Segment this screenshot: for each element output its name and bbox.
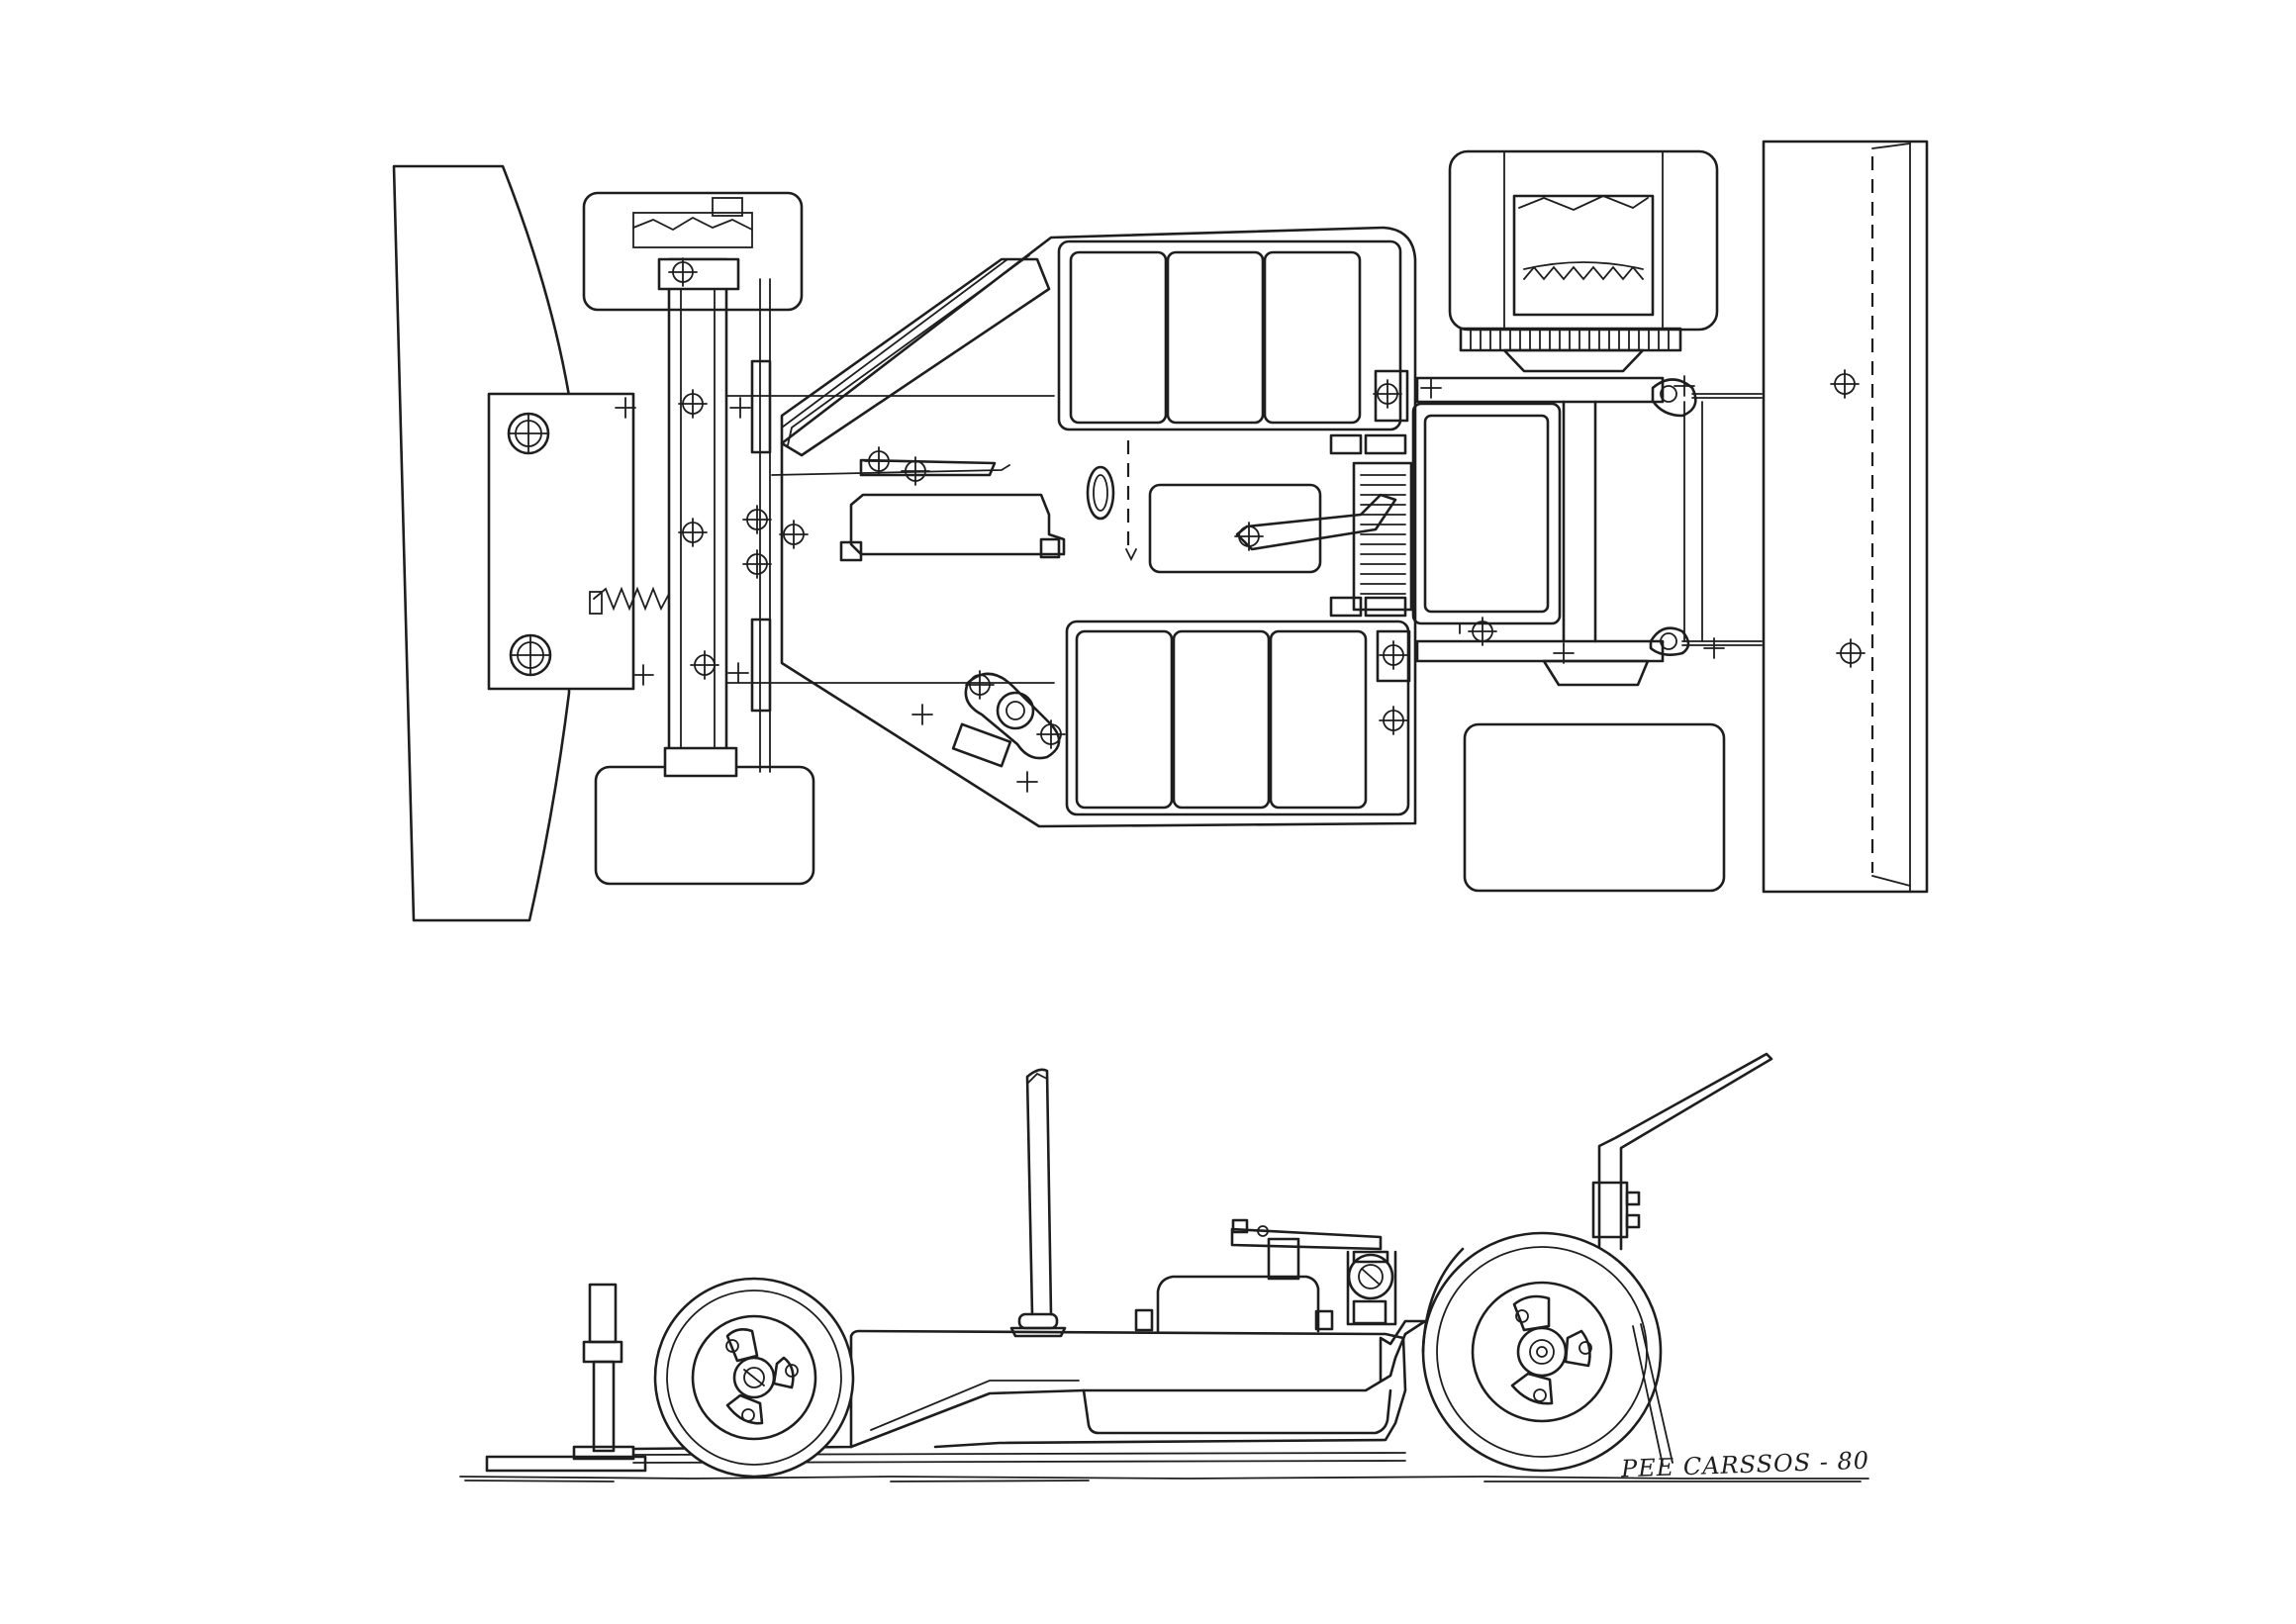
main-chassis-plate: [780, 226, 1417, 828]
spur-gear: [1459, 327, 1682, 352]
ground-line: [459, 1476, 1869, 1480]
servo-box: [849, 493, 1066, 556]
bumper-screw-icon: [509, 633, 552, 677]
front-wheel: [653, 1277, 855, 1479]
front-bumper-plate: [487, 392, 635, 691]
rear-tire-bottom: [1463, 722, 1726, 893]
steering-spring: [593, 586, 670, 612]
front-tire-bottom: [594, 765, 815, 886]
rear-wheel: [1421, 1231, 1663, 1473]
side-chassis: [631, 1319, 1427, 1451]
steering-rod: [750, 359, 772, 454]
battery-pack-bottom: [1065, 620, 1410, 816]
front-wing: [392, 164, 571, 922]
motor-can: [1411, 402, 1562, 625]
rear-tire-top: [1448, 149, 1719, 332]
bumper-screw-icon: [507, 412, 550, 455]
top-view: [392, 140, 1929, 922]
motor-heatsink: [1352, 461, 1413, 612]
front-axle-beam: [667, 257, 728, 776]
speed-controller: [1148, 483, 1322, 574]
side-view: [459, 1052, 1869, 1482]
bumper-post: [588, 1283, 618, 1344]
antenna: [1025, 1068, 1053, 1316]
rear-wing-strut: [1597, 1052, 1773, 1251]
rear-wing: [1762, 140, 1929, 894]
battery-pack-top: [1057, 239, 1402, 431]
bellcrank: [964, 672, 1061, 760]
side-esc: [1156, 1275, 1320, 1333]
front-tire-top: [582, 191, 804, 312]
rear-axle-carrier: [1415, 376, 1665, 404]
